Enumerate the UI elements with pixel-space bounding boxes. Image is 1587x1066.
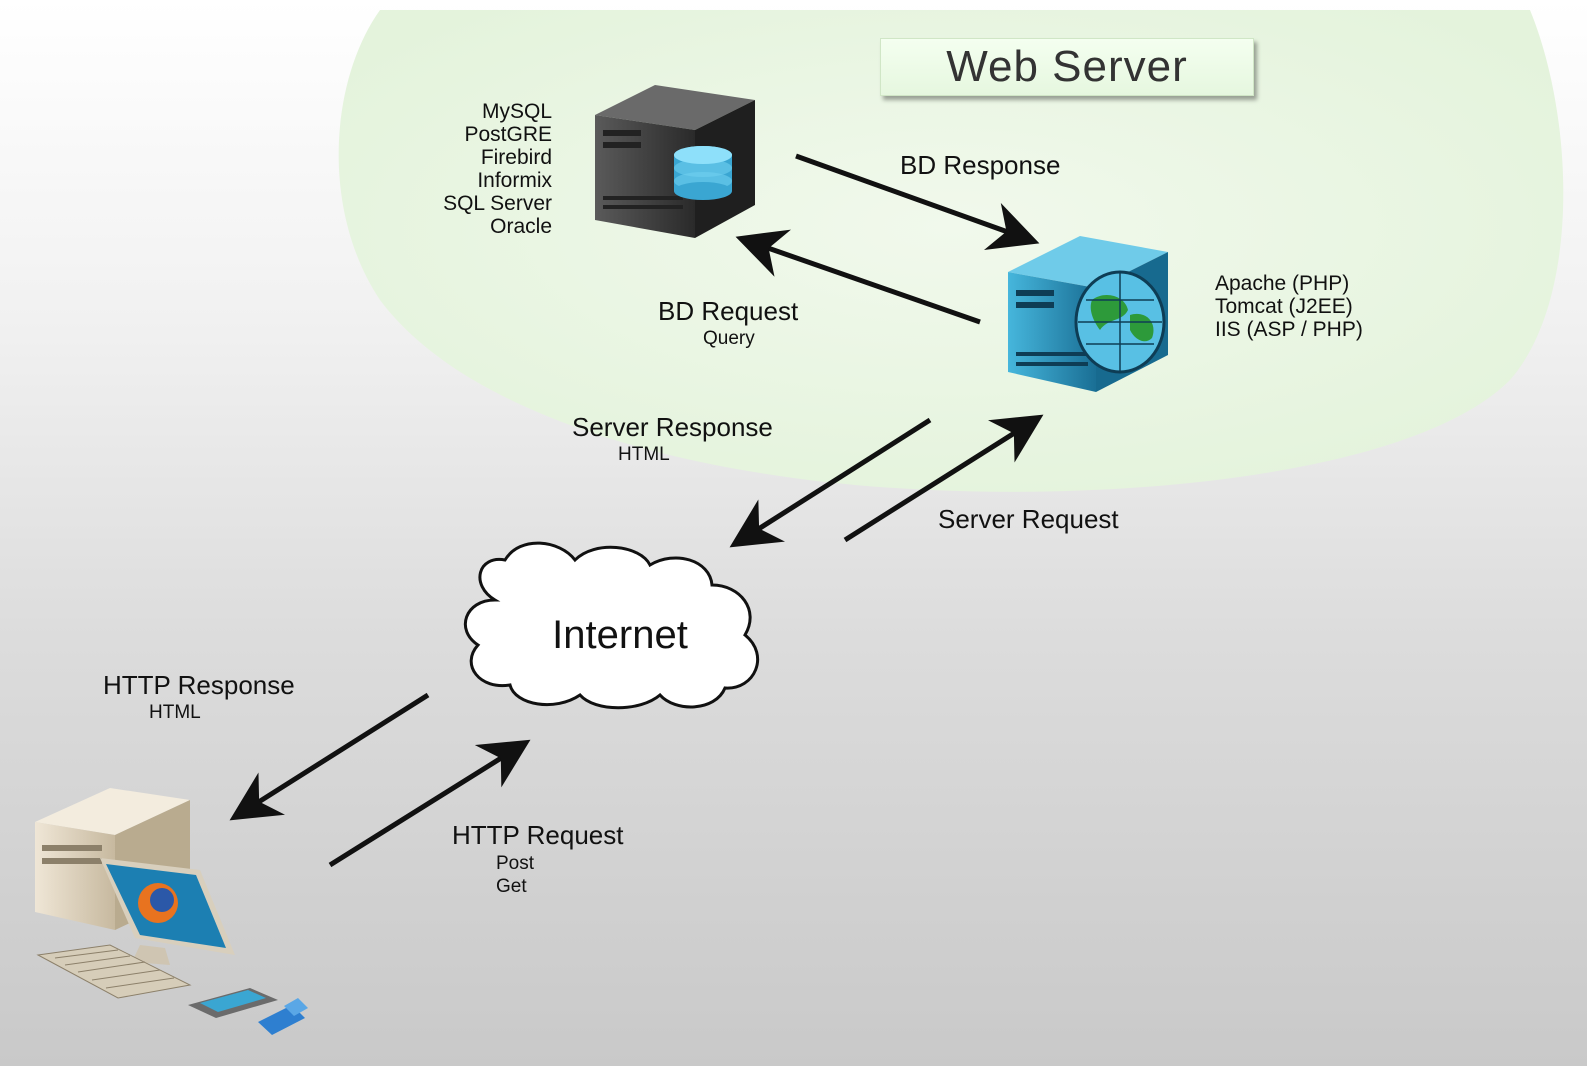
app-server-item: Tomcat (J2EE): [1215, 295, 1353, 318]
database-item: PostGRE: [464, 123, 552, 146]
database-item: MySQL: [481, 100, 552, 123]
http-response-arrow: [229, 692, 430, 821]
database-item: SQL Server: [443, 192, 552, 215]
database-item: Firebird: [480, 146, 552, 169]
http-response-sublabel: HTML: [149, 702, 201, 723]
server-request-arrow: [843, 414, 1044, 543]
bd-request-sublabel: Query: [703, 328, 755, 349]
web-server-icon: [1008, 236, 1168, 392]
app-server-item: IIS (ASP / PHP): [1215, 318, 1363, 341]
client-computer-icon: [35, 788, 235, 999]
app-server-list: Apache (PHP) Tomcat (J2EE) IIS (ASP / PH…: [1215, 272, 1363, 341]
database-list: MySQL PostGRE Firebird Informix SQL Serv…: [380, 100, 552, 238]
http-request-sublabel-get: Get: [496, 876, 527, 897]
cloud-icon: [463, 541, 760, 710]
database-server-icon: [595, 85, 755, 238]
cloud-label: Internet: [552, 613, 688, 657]
pda-icon: [188, 988, 278, 1018]
bd-request-arrow: [735, 229, 981, 325]
server-request-label: Server Request: [938, 504, 1119, 534]
database-item: Oracle: [490, 215, 552, 238]
app-server-item: Apache (PHP): [1215, 272, 1350, 295]
server-response-label: Server Response: [572, 412, 773, 442]
bd-response-label: BD Response: [900, 150, 1061, 180]
bd-request-label: BD Request: [658, 296, 799, 326]
server-response-arrow: [729, 417, 932, 548]
http-request-label: HTTP Request: [452, 820, 624, 850]
bd-response-arrow: [795, 153, 1040, 251]
http-request-sublabel-post: Post: [496, 853, 535, 874]
http-request-arrow: [328, 739, 531, 868]
page-title: Web Server: [880, 38, 1254, 96]
database-item: Informix: [477, 169, 552, 192]
server-response-sublabel: HTML: [618, 444, 670, 465]
http-response-label: HTTP Response: [103, 670, 295, 700]
phone-icon: [258, 998, 308, 1035]
